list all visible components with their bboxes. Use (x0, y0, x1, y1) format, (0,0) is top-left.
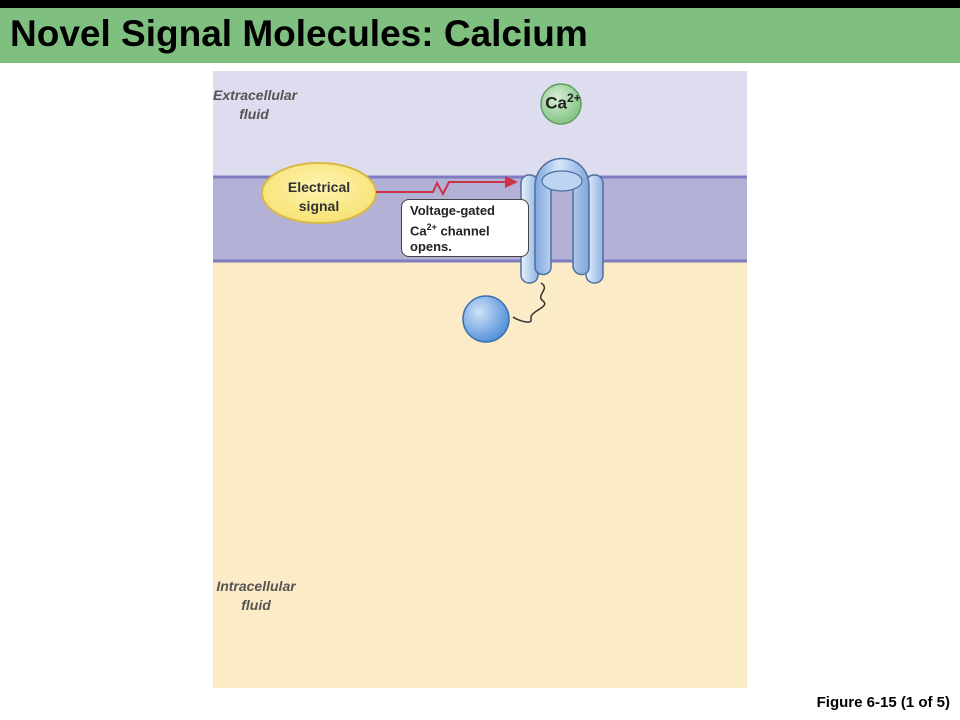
diagram-svg (213, 71, 747, 688)
channel-ball (462, 295, 510, 343)
extracellular-region (213, 71, 747, 177)
extracellular-label-line2: fluid (239, 106, 269, 122)
callout-ion-symbol: Ca (410, 223, 427, 239)
signal-label-line1: Electrical (287, 179, 351, 195)
extracellular-label-line1: Extracellular (213, 87, 298, 103)
signal-arrow-line (376, 180, 513, 197)
figure-label: Figure 6-15 (1 of 5) (816, 694, 950, 711)
intracellular-label-line1: Intracellular (216, 578, 296, 594)
extracellular-label: Extracellular fluid (213, 86, 298, 124)
channel-callout: Voltage-gated Ca2+ channel opens. (401, 199, 529, 257)
intracellular-label: Intracellular fluid (213, 577, 299, 615)
electrical-signal-label: Electrical signal (261, 178, 377, 216)
calcium-ion (540, 83, 582, 125)
intracellular-label-line2: fluid (241, 597, 271, 613)
channel-opening (541, 170, 583, 192)
signal-label-line2: signal (298, 198, 340, 214)
callout-ion-charge: 2+ (426, 222, 437, 232)
callout-line2: Ca2+ channel (410, 219, 520, 239)
calcium-ion-label: Ca2+ (541, 91, 585, 114)
callout-channel-text: channel (436, 223, 490, 239)
ion-charge: 2+ (567, 91, 581, 105)
channel-tail (512, 282, 546, 323)
slide-title: Novel Signal Molecules: Calcium (10, 13, 588, 54)
callout-line3: opens. (410, 239, 452, 255)
callout-line1: Voltage-gated (410, 203, 495, 218)
top-bar (0, 0, 960, 8)
ion-symbol: Ca (545, 93, 568, 113)
signal-arrow-head (505, 176, 518, 188)
title-band (0, 8, 960, 63)
calcium-channel-diagram: Extracellular fluid Intracellular fluid … (213, 71, 747, 688)
